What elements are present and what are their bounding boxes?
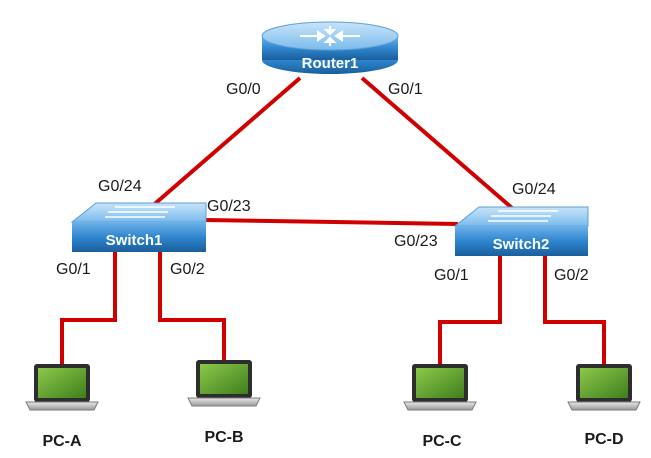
switch2-label: Switch2 <box>493 236 550 253</box>
router1[interactable]: Router1 <box>261 21 399 74</box>
router1-label: Router1 <box>302 55 359 72</box>
link-switch1-pca <box>60 250 117 366</box>
link-router-switch1 <box>148 76 302 210</box>
switch1-port-g02-label: G0/2 <box>170 261 205 278</box>
laptop-icon <box>403 364 477 411</box>
switch-icon <box>105 206 175 218</box>
link-switch1-pcb <box>158 250 226 362</box>
switch2-port-g023-label: G0/23 <box>394 233 438 250</box>
switch1-port-g023-label: G0/23 <box>207 198 251 215</box>
pc-c-label: PC-C <box>422 433 462 450</box>
switch2-port-g01-label: G0/1 <box>434 267 469 284</box>
switch2[interactable]: Switch2 <box>453 206 589 256</box>
switch2-port-g024-label: G0/24 <box>512 181 556 198</box>
switch1-port-g024-label: G0/24 <box>98 178 142 195</box>
laptop-icon <box>567 364 641 411</box>
link-router-switch2 <box>360 76 514 210</box>
switch1-port-g01-label: G0/1 <box>56 261 91 278</box>
router-icon <box>300 26 360 46</box>
links <box>60 76 606 366</box>
pc-a[interactable]: PC-A <box>25 364 99 450</box>
laptop-icon <box>25 364 99 411</box>
switch2-port-g02-label: G0/2 <box>554 267 589 284</box>
link-switch2-pcd <box>543 255 606 366</box>
pc-b-label: PC-B <box>204 429 243 446</box>
pc-b[interactable]: PC-B <box>187 360 261 446</box>
pc-d[interactable]: PC-D <box>567 364 641 448</box>
switch1-label: Switch1 <box>106 232 163 249</box>
laptop-icon <box>187 360 261 407</box>
router-port-g00-label: G0/0 <box>226 81 261 98</box>
link-switch1-switch2 <box>204 218 459 226</box>
port-labels: G0/0 G0/1 G0/24 G0/23 G0/1 G0/2 G0/24 G0… <box>56 81 589 284</box>
link-switch2-pcc <box>438 255 502 366</box>
pc-d-label: PC-D <box>584 431 623 448</box>
pc-c[interactable]: PC-C <box>403 364 477 450</box>
router-port-g01-label: G0/1 <box>388 81 423 98</box>
switch-icon <box>488 210 558 222</box>
switch1[interactable]: Switch1 <box>70 202 207 252</box>
pc-a-label: PC-A <box>42 433 82 450</box>
